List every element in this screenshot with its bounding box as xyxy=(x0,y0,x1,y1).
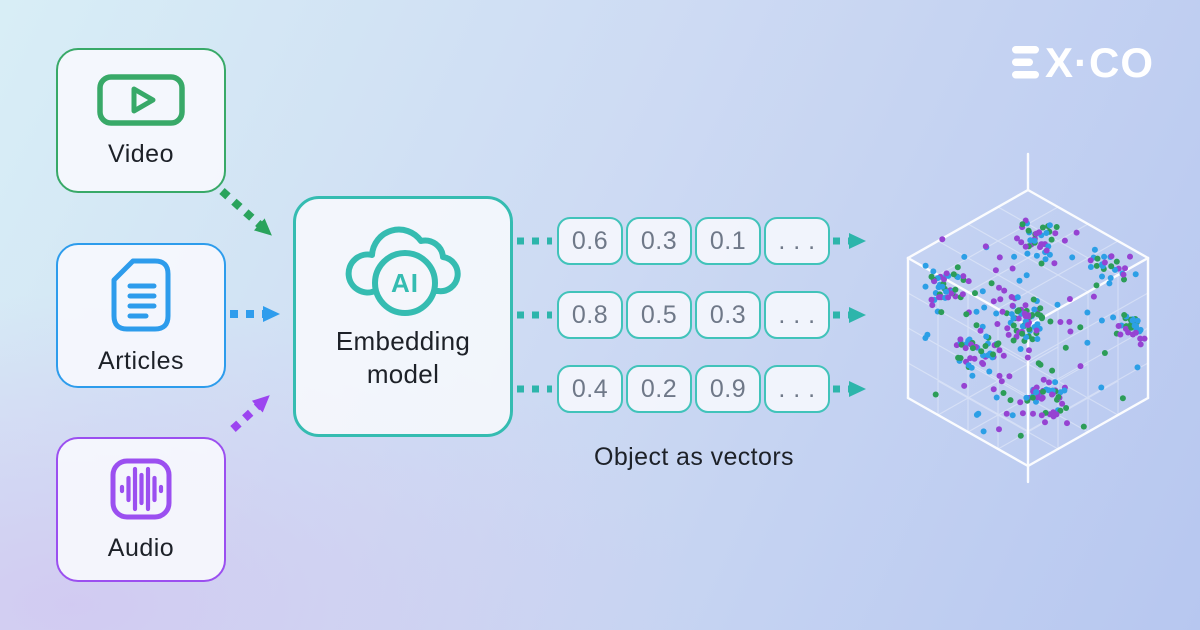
vector-cell: 0.3 xyxy=(695,291,761,339)
vector-cell: 0.2 xyxy=(626,365,692,413)
source-card-video: Video xyxy=(56,48,226,193)
arrow-video-to-model xyxy=(219,188,272,236)
vector-row-1: 0.6 0.3 0.1 . . . xyxy=(557,217,830,265)
ai-cloud-icon: AI xyxy=(345,226,461,316)
vector-cell: 0.1 xyxy=(695,217,761,265)
source-card-audio: Audio xyxy=(56,437,226,582)
vector-cell-ellipsis: . . . xyxy=(764,217,830,265)
articles-label: Articles xyxy=(98,346,184,375)
vector-cell: 0.5 xyxy=(626,291,692,339)
vector-cell: 0.6 xyxy=(557,217,623,265)
embedding-space-scatter-plot xyxy=(906,152,1150,484)
audio-label: Audio xyxy=(107,533,175,562)
vector-cell: 0.3 xyxy=(626,217,692,265)
arrow-audio-to-model xyxy=(230,395,270,432)
vector-cell-ellipsis: . . . xyxy=(764,291,830,339)
logo-e-icon xyxy=(1012,46,1039,79)
embedding-model-box: AI Embedding model xyxy=(293,196,513,437)
document-icon xyxy=(111,258,171,331)
vector-cell: 0.4 xyxy=(557,365,623,413)
vector-row-2: 0.8 0.5 0.3 . . . xyxy=(557,291,830,339)
vector-cell: 0.8 xyxy=(557,291,623,339)
vector-row-3: 0.4 0.2 0.9 . . . xyxy=(557,365,830,413)
embedding-model-label: Embedding model xyxy=(335,326,471,389)
video-play-icon xyxy=(97,73,185,126)
logo-text: X·CO xyxy=(1045,39,1154,86)
audio-waveform-icon xyxy=(110,458,172,519)
vector-cell: 0.9 xyxy=(695,365,761,413)
source-card-articles: Articles xyxy=(56,243,226,388)
ai-icon-label: AI xyxy=(391,268,419,298)
vector-cell-ellipsis: . . . xyxy=(764,365,830,413)
exco-logo: X·CO xyxy=(1012,39,1154,86)
video-label: Video xyxy=(108,139,174,168)
vectors-caption: Object as vectors xyxy=(594,443,794,471)
